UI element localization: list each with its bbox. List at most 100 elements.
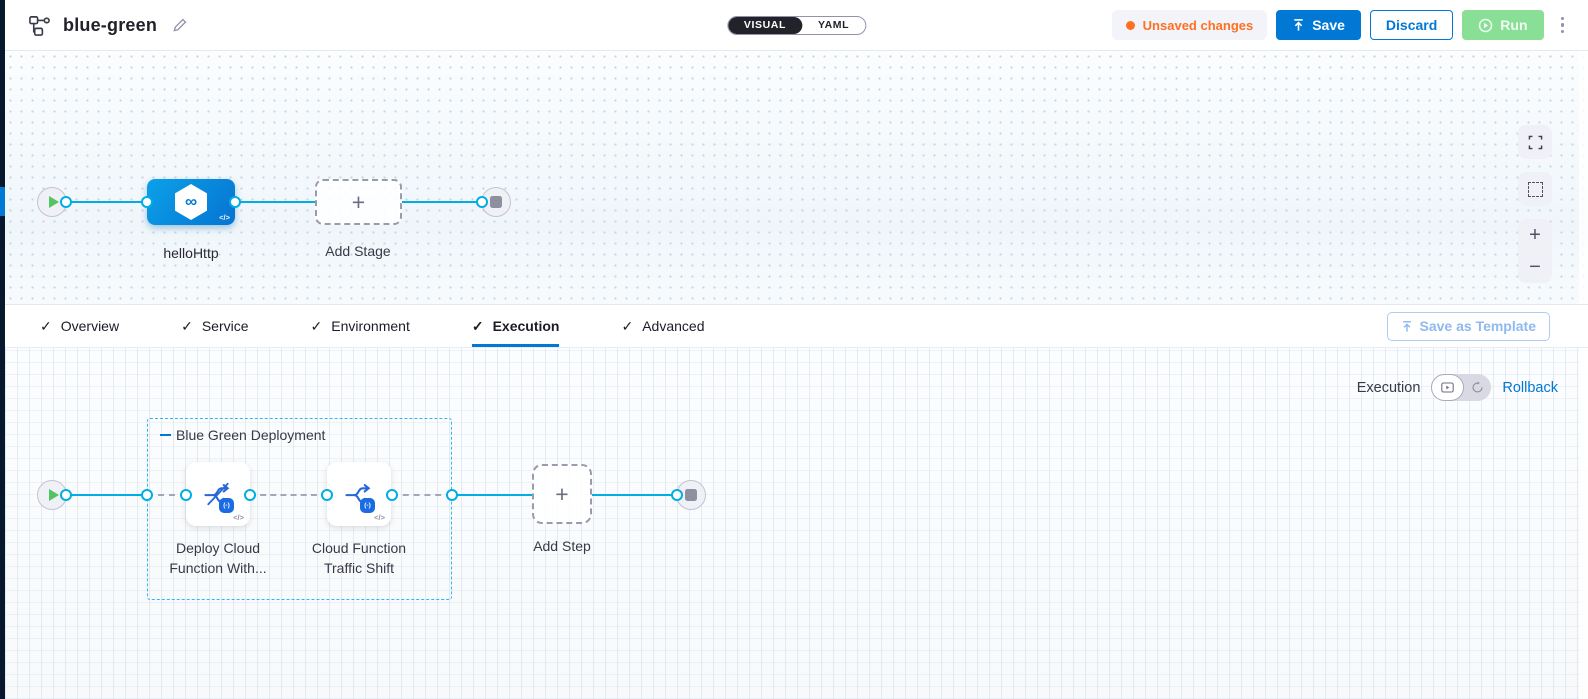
tab-label: Service	[201, 318, 249, 334]
left-rail-accent	[0, 187, 5, 216]
check-icon: ✓	[621, 317, 634, 334]
check-icon: ✓	[40, 317, 52, 334]
add-step-label: Add Step	[533, 538, 591, 554]
connector-port[interactable]	[141, 489, 153, 501]
step-node-traffic-shift[interactable]: (-) </>	[327, 462, 391, 526]
run-button[interactable]: Run	[1462, 10, 1544, 40]
dashed-connector	[250, 494, 327, 496]
select-region-button[interactable]	[1518, 172, 1552, 206]
stage-node-hellohttp[interactable]: ∞ </>	[147, 179, 235, 225]
yaml-toggle-option[interactable]: YAML	[817, 19, 850, 31]
header-actions: Unsaved changes Save Discard Run	[1111, 10, 1573, 40]
dashed-connector	[147, 494, 186, 496]
discard-button-label: Discard	[1385, 17, 1438, 33]
tab-advanced[interactable]: ✓ Advanced	[621, 305, 704, 347]
connector-port[interactable]	[321, 489, 333, 501]
stage-canvas[interactable]: ∞ </> + helloHttp Add Stage + −	[5, 51, 1588, 305]
more-options-icon[interactable]	[1553, 11, 1573, 40]
connector-port[interactable]	[386, 489, 398, 501]
step-label: Cloud Function Traffic Shift	[311, 540, 407, 576]
add-stage-button[interactable]: +	[315, 179, 402, 225]
collapse-dash-icon[interactable]	[160, 433, 171, 437]
tab-service[interactable]: ✓ Service	[181, 305, 248, 347]
code-icon: </>	[219, 213, 230, 222]
unsaved-changes-label: Unsaved changes	[1142, 17, 1254, 33]
tab-label: Advanced	[642, 318, 705, 334]
zoom-out-button[interactable]: −	[1529, 256, 1541, 278]
execution-canvas[interactable]: Execution Rollback	[5, 348, 1588, 699]
plus-icon: +	[351, 188, 366, 215]
step-node-deploy-cloud-function[interactable]: (-) </>	[186, 462, 250, 526]
zoom-controls: + −	[1518, 219, 1552, 283]
execution-start-node[interactable]	[37, 480, 67, 510]
pipeline-title-group: blue-green	[28, 14, 188, 37]
play-icon	[48, 196, 59, 208]
upload-icon	[1294, 19, 1303, 31]
tab-overview[interactable]: ✓ Overview	[40, 305, 119, 347]
edit-name-icon[interactable]	[171, 17, 188, 34]
check-icon: ✓	[310, 317, 323, 334]
stage-config-tabs: ✓ Overview ✓ Service ✓ Environment ✓ Exe…	[5, 305, 1588, 348]
zoom-in-button[interactable]: +	[1529, 224, 1541, 246]
execution-end-node[interactable]	[676, 480, 706, 510]
left-nav-rail	[0, 0, 5, 699]
tab-label: Execution	[492, 318, 560, 334]
fullscreen-button[interactable]	[1518, 125, 1552, 159]
fullscreen-icon	[1528, 135, 1542, 149]
connector-port[interactable]	[476, 196, 488, 208]
stop-icon	[685, 489, 697, 501]
rollback-link[interactable]: Rollback	[1502, 379, 1558, 396]
tab-execution[interactable]: ✓ Execution	[471, 305, 560, 347]
connector-port[interactable]	[141, 196, 153, 208]
code-icon: </>	[233, 513, 244, 522]
execution-mode-label: Execution	[1356, 379, 1421, 396]
execution-rollback-toggle[interactable]	[1431, 374, 1492, 401]
unsaved-dot-icon	[1125, 20, 1135, 30]
step-group-header: Blue Green Deployment	[160, 427, 325, 443]
serverless-stage-icon: ∞	[175, 184, 207, 220]
connector-line	[402, 201, 482, 203]
add-step-button[interactable]: +	[532, 464, 592, 524]
rollback-icon	[1472, 381, 1483, 393]
rollback-mode-option[interactable]	[1464, 381, 1491, 394]
check-icon: ✓	[181, 317, 193, 334]
discard-button[interactable]: Discard	[1369, 10, 1454, 40]
connector-line	[592, 494, 677, 496]
connector-line	[235, 201, 315, 203]
visual-toggle-option[interactable]: VISUAL	[727, 16, 802, 34]
connector-port[interactable]	[229, 196, 241, 208]
connector-port[interactable]	[180, 489, 192, 501]
plus-icon: +	[555, 480, 569, 507]
check-icon: ✓	[471, 317, 484, 334]
tab-environment[interactable]: ✓ Environment	[311, 305, 410, 347]
scroll-gutter	[1579, 348, 1588, 699]
save-as-template-button[interactable]: Save as Template	[1386, 311, 1550, 341]
connector-port[interactable]	[244, 489, 256, 501]
play-icon	[48, 489, 59, 501]
save-button-label: Save	[1312, 17, 1345, 33]
scroll-gutter	[1579, 51, 1588, 304]
page-title: blue-green	[63, 14, 158, 35]
step-group-blue-green[interactable]: Blue Green Deployment	[147, 418, 452, 600]
execution-mode-switch: Execution Rollback	[1357, 374, 1558, 401]
code-icon: </>	[374, 513, 385, 522]
tab-label: Environment	[331, 318, 410, 334]
connector-port[interactable]	[60, 489, 72, 501]
connector-port[interactable]	[60, 196, 72, 208]
upload-icon	[1402, 320, 1411, 332]
connector-line	[66, 201, 147, 203]
connector-port[interactable]	[446, 489, 458, 501]
connector-port[interactable]	[671, 489, 683, 501]
visual-yaml-toggle: VISUAL YAML	[726, 15, 867, 35]
dashed-connector	[392, 494, 452, 496]
unsaved-changes-badge: Unsaved changes	[1111, 10, 1268, 40]
save-button[interactable]: Save	[1276, 10, 1361, 40]
marquee-select-icon	[1527, 181, 1543, 197]
execution-icon	[1441, 382, 1455, 393]
header-toolbar: blue-green VISUAL YAML Unsaved changes S…	[5, 0, 1588, 51]
execution-mode-option[interactable]	[1431, 374, 1465, 401]
tab-label: Overview	[60, 318, 120, 334]
function-badge-icon: (-)	[360, 498, 375, 513]
connector-line	[66, 494, 147, 496]
